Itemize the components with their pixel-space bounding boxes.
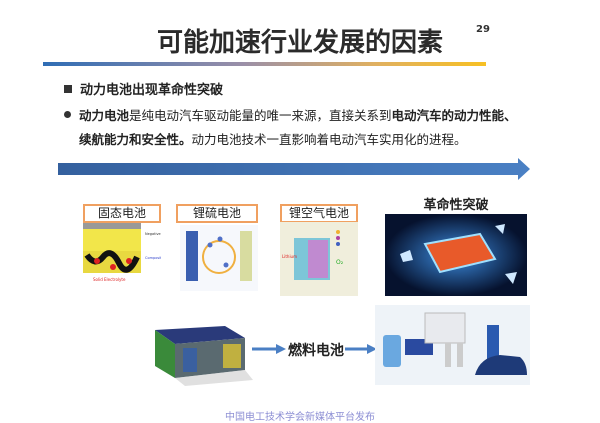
round-bullet-icon bbox=[64, 111, 71, 118]
slide-title: 可能加速行业发展的因素 bbox=[156, 28, 443, 58]
battery-breakthrough-image bbox=[385, 214, 527, 296]
fuel-cell-label: 燃料电池 bbox=[288, 343, 344, 359]
svg-text:O₂: O₂ bbox=[336, 259, 344, 266]
breakthrough-title: 革命性突破 bbox=[423, 198, 489, 213]
arrow-right-icon bbox=[252, 344, 286, 354]
svg-text:Negative: Negative bbox=[145, 232, 161, 236]
text: 是纯电动汽车驱动能量的唯一来源，直接关系到 bbox=[129, 108, 392, 123]
svg-text:Solid Electrolyte: Solid Electrolyte bbox=[93, 277, 126, 282]
fuel-cell-system-image bbox=[155, 326, 253, 386]
footer-credit: 中国电工技术学会新媒体平台发布 bbox=[225, 412, 375, 423]
text: 动力电池技术一直影响着电动汽车实用化的进程。 bbox=[191, 132, 467, 147]
bold-text: 动力电池 bbox=[79, 108, 130, 123]
bold-text: 电动汽车的动力性能、 bbox=[391, 108, 517, 123]
section-heading: 动力电池出现革命性突破 bbox=[64, 79, 223, 98]
svg-text:Lithium: Lithium bbox=[282, 254, 297, 259]
title-divider bbox=[43, 62, 486, 66]
bold-text: 续航能力和安全性。 bbox=[79, 132, 192, 147]
lithium-sulfur-battery-diagram bbox=[180, 225, 258, 291]
hydrogen-car-refueling-image bbox=[375, 305, 530, 385]
solid-state-battery-label: 固态电池 bbox=[83, 204, 161, 223]
lithium-air-battery-label: 锂空气电池 bbox=[280, 204, 358, 223]
progress-arrow bbox=[58, 158, 530, 180]
arrow-right-icon bbox=[345, 344, 377, 354]
heading-text: 动力电池出现革命性突破 bbox=[80, 83, 224, 98]
svg-text:Composite: Composite bbox=[145, 256, 161, 260]
body-paragraph: 动力电池是纯电动汽车驱动能量的唯一来源，直接关系到电动汽车的动力性能、续航能力和… bbox=[64, 104, 534, 152]
solid-state-battery-diagram: Solid Electrolyte NegativeComposite bbox=[83, 223, 161, 282]
square-bullet-icon bbox=[64, 85, 72, 93]
page-number: 29 bbox=[476, 24, 490, 35]
lithium-sulfur-battery-label: 锂硫电池 bbox=[176, 204, 258, 223]
